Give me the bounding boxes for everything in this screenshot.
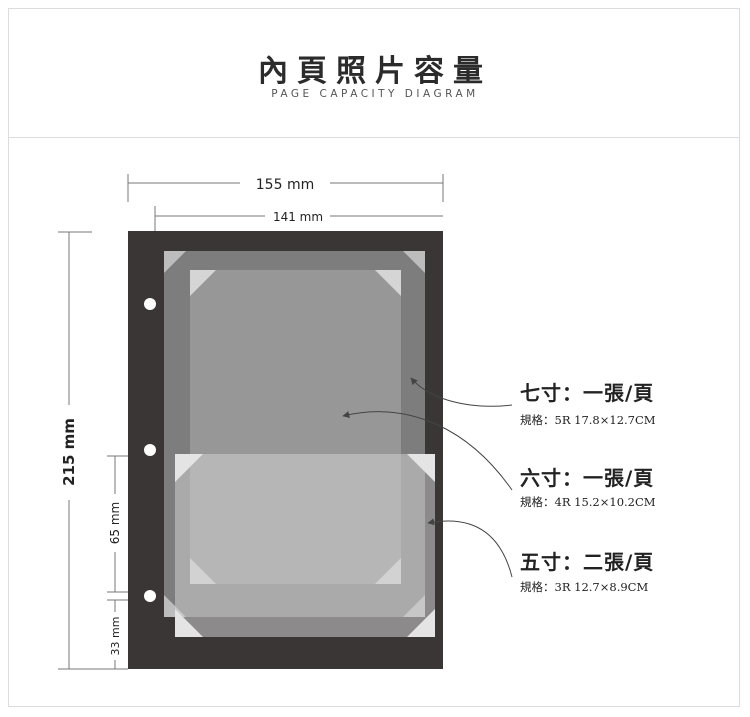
hole-spacing-dimension: 65 mm 33 mm [107,455,150,669]
header-divider [8,137,740,138]
height-dimension: 215 mm [58,231,128,670]
inner-width-dimension: 141 mm [154,206,443,232]
bottom-span-label: 33 mm [109,617,122,656]
outer-frame [8,8,740,707]
binder-hole-bottom [144,590,156,602]
leader-7-inch [410,377,513,407]
page-title: 內頁照片容量 [258,54,492,89]
inner-width-label: 141 mm [273,210,323,224]
leader-6-inch [342,411,513,491]
height-label: 215 mm [60,418,78,486]
outer-width-dimension: 155 mm [127,174,444,202]
outer-width-label: 155 mm [256,177,314,193]
size-5-inch-title: 五寸：二張/頁 [520,550,655,574]
leader-5-inch [427,518,513,578]
binder-hole-top [144,298,156,310]
size-5-inch-spec: 規格：3R 12.7×8.9CM [520,580,649,594]
size-7-inch-title: 七寸：一張/頁 [520,381,655,405]
size-6-inch-title: 六寸：一張/頁 [520,466,655,490]
binder-hole-middle [144,444,156,456]
mid-span-label: 65 mm [108,502,122,544]
size-6-inch-spec: 規格：4R 15.2×10.2CM [520,495,656,509]
page-subtitle: PAGE CAPACITY DIAGRAM [271,88,479,100]
photo-slot-5-inch [175,454,435,637]
size-7-inch-spec: 規格：5R 17.8×12.7CM [520,413,656,427]
